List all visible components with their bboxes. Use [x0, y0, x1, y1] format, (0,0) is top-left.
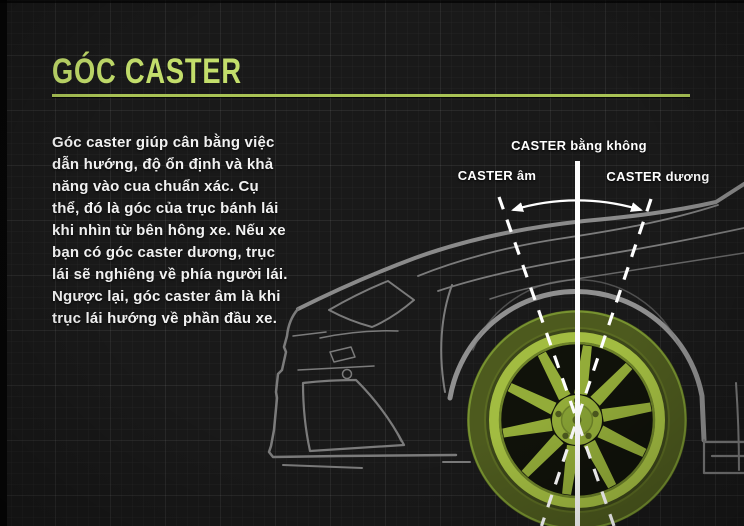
fender-swoosh	[440, 284, 453, 393]
label-zero-caster: CASTER bằng không	[511, 138, 647, 153]
intro-paragraph: Góc caster giúp cân bằng việc dẫn hướng,…	[52, 134, 288, 327]
top-edge-shadow	[0, 0, 744, 3]
left-edge-shadow	[0, 0, 7, 526]
page-title: GÓC CASTER	[52, 52, 242, 91]
label-positive-caster: CASTER dương	[606, 169, 710, 184]
headlight-outline	[328, 280, 415, 328]
positive-caster-axis	[539, 198, 653, 526]
bumper-crease	[297, 365, 375, 371]
title-underline	[52, 94, 690, 97]
door-edge-line	[735, 382, 740, 471]
negative-caster-axis	[497, 196, 616, 526]
sensor-circle	[341, 368, 353, 380]
air-intake-outline	[301, 378, 406, 453]
hood-line	[296, 182, 744, 311]
label-negative-caster: CASTER âm	[457, 168, 537, 183]
air-intake-inner	[361, 385, 402, 442]
hood-crease-c	[489, 252, 744, 300]
hood-crease-a	[417, 204, 719, 277]
front-wheel	[467, 310, 687, 526]
front-face-line	[267, 307, 458, 459]
caster-axis-annotations	[497, 161, 653, 526]
wheel-spokes	[502, 345, 652, 495]
car-outline	[267, 182, 744, 475]
foglight-slit	[329, 346, 356, 363]
headlight-inner-lines	[292, 330, 399, 339]
zero-caster-axis	[575, 161, 580, 526]
